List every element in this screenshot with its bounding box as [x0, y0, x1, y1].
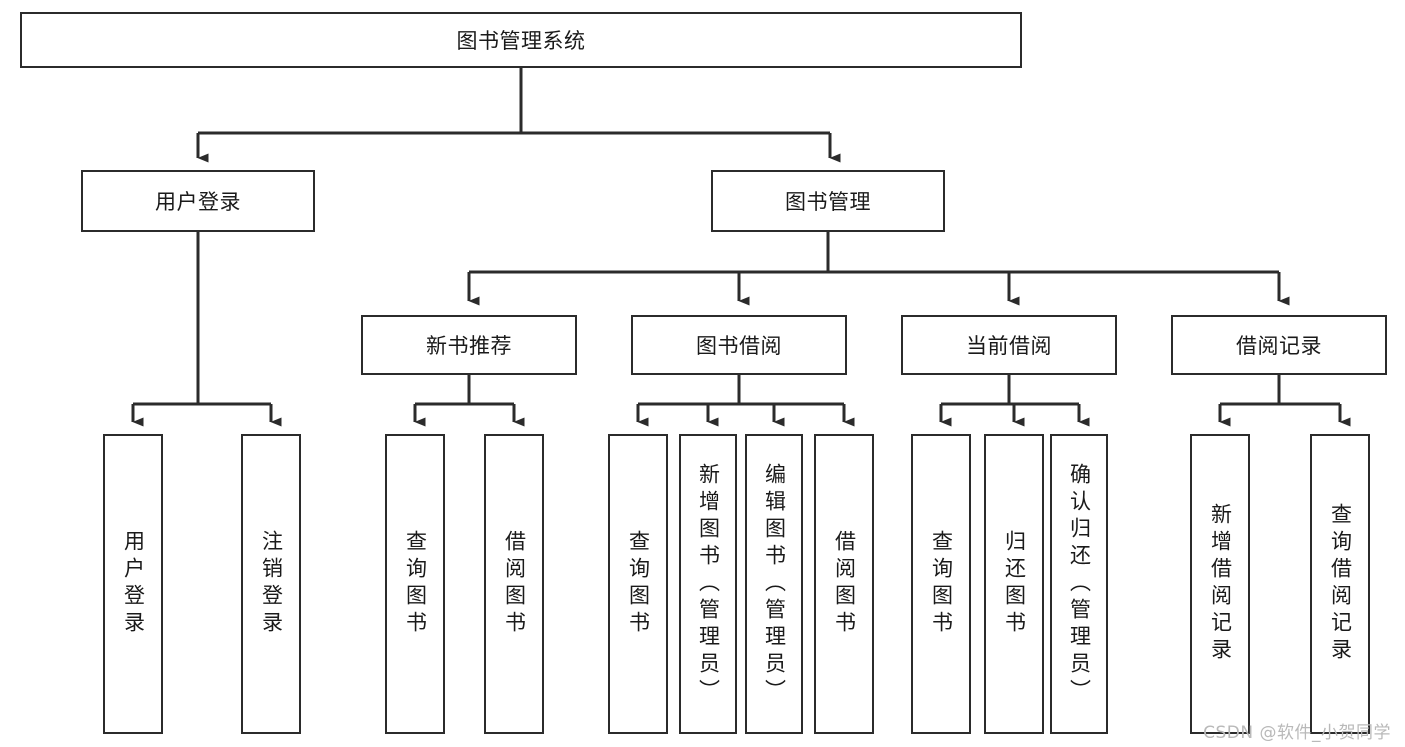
- node-label: 借阅记录: [1236, 334, 1322, 358]
- node-label: 图书管理系统: [456, 29, 586, 53]
- leaf-query-book-borrow[interactable]: 查询图书: [608, 434, 668, 734]
- leaf-user-logout[interactable]: 注销登录: [241, 434, 301, 734]
- leaf-user-login[interactable]: 用户登录: [103, 434, 163, 734]
- leaf-query-borrow-record[interactable]: 查询借阅记录: [1310, 434, 1370, 734]
- watermark-text: CSDN @软件_小贺同学: [1203, 723, 1391, 743]
- node-label: 新增借阅记录: [1208, 503, 1233, 665]
- node-label: 用户登录: [155, 190, 241, 214]
- leaf-confirm-return-admin[interactable]: 确认归还（管理员）: [1050, 434, 1108, 734]
- leaf-edit-book-admin[interactable]: 编辑图书（管理员）: [745, 434, 803, 734]
- leaf-borrow-book-recommend[interactable]: 借阅图书: [484, 434, 544, 734]
- leaf-return-book[interactable]: 归还图书: [984, 434, 1044, 734]
- leaf-query-book-recommend[interactable]: 查询图书: [385, 434, 445, 734]
- node-label: 归还图书: [1002, 530, 1027, 638]
- node-label: 查询借阅记录: [1328, 503, 1353, 665]
- node-label: 新增图书（管理员）: [696, 462, 721, 706]
- node-label: 用户登录: [121, 530, 146, 638]
- leaf-borrow-book[interactable]: 借阅图书: [814, 434, 874, 734]
- node-book-borrow[interactable]: 图书借阅: [631, 315, 847, 375]
- node-borrow-records[interactable]: 借阅记录: [1171, 315, 1387, 375]
- node-new-book-recommend[interactable]: 新书推荐: [361, 315, 577, 375]
- node-label: 图书借阅: [696, 334, 782, 358]
- node-label: 新书推荐: [426, 334, 512, 358]
- node-label: 图书管理: [785, 190, 871, 214]
- node-label: 借阅图书: [502, 530, 527, 638]
- node-label: 查询图书: [626, 530, 651, 638]
- node-label: 查询图书: [929, 530, 954, 638]
- node-book-management[interactable]: 图书管理: [711, 170, 945, 232]
- node-label: 编辑图书（管理员）: [762, 462, 787, 706]
- node-label: 确认归还（管理员）: [1067, 462, 1092, 706]
- node-label: 查询图书: [403, 530, 428, 638]
- leaf-query-book-current[interactable]: 查询图书: [911, 434, 971, 734]
- node-label: 借阅图书: [832, 530, 857, 638]
- node-label: 当前借阅: [966, 334, 1052, 358]
- leaf-add-book-admin[interactable]: 新增图书（管理员）: [679, 434, 737, 734]
- node-user-login[interactable]: 用户登录: [81, 170, 315, 232]
- node-root-system[interactable]: 图书管理系统: [20, 12, 1022, 68]
- node-current-borrow[interactable]: 当前借阅: [901, 315, 1117, 375]
- leaf-add-borrow-record[interactable]: 新增借阅记录: [1190, 434, 1250, 734]
- node-label: 注销登录: [259, 530, 284, 638]
